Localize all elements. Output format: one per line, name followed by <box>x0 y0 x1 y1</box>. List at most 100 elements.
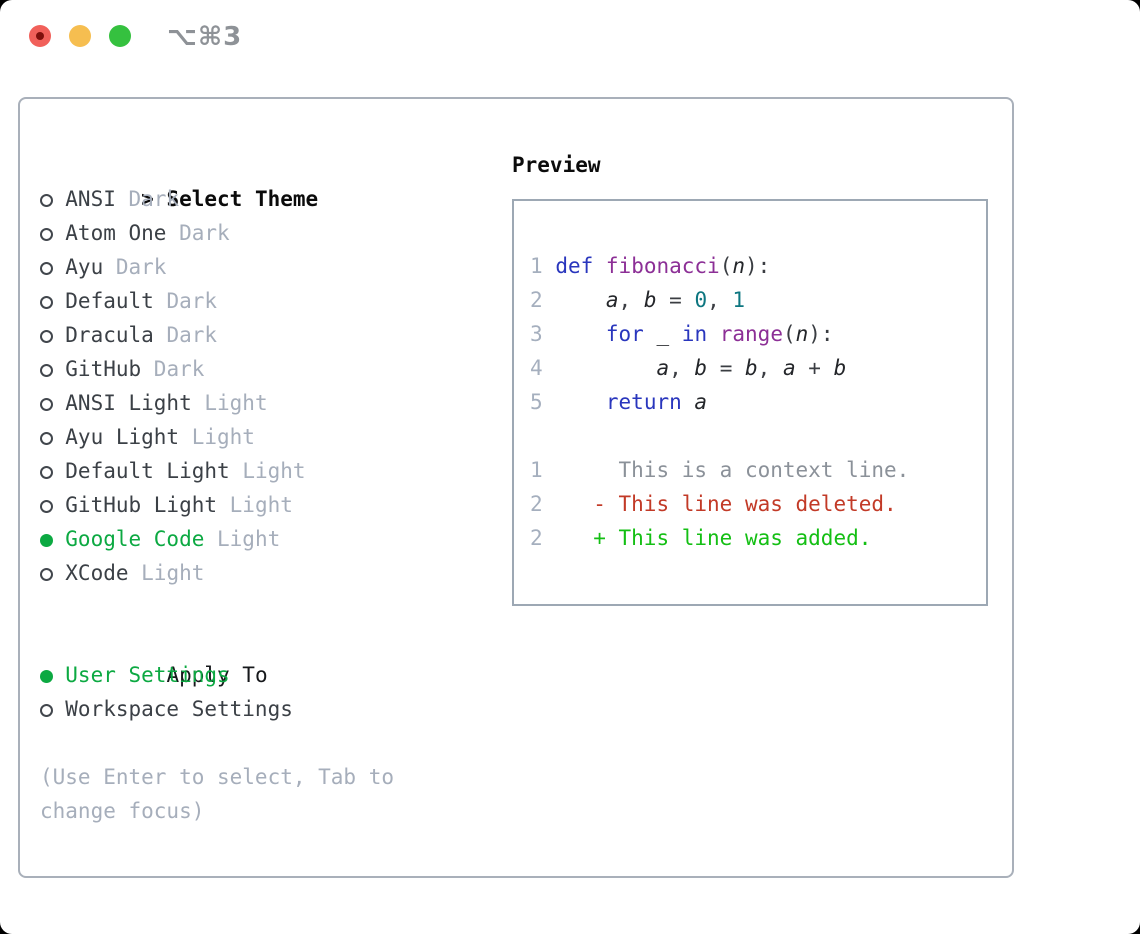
code-line: 5 return a <box>530 390 708 414</box>
theme-variant: Light <box>204 391 268 415</box>
radio-icon <box>40 466 53 479</box>
theme-option-google-code[interactable]: Google Code Light <box>40 522 480 556</box>
maximize-button[interactable] <box>109 25 131 47</box>
theme-name: ANSI Light <box>65 391 192 415</box>
apply-to-header: Apply To <box>40 624 480 687</box>
theme-option-ansi[interactable]: ANSI Dark <box>40 182 480 216</box>
theme-option-default-light[interactable]: Default Light Light <box>40 454 480 488</box>
spacer <box>40 590 480 624</box>
line-number: 2 <box>530 288 543 312</box>
theme-name: Default Light <box>65 459 230 483</box>
line-number: 2 <box>530 526 543 550</box>
theme-name: Atom One <box>65 221 167 245</box>
radio-icon <box>40 704 53 717</box>
spacer <box>40 726 480 760</box>
theme-variant: Dark <box>153 357 205 381</box>
radio-cell <box>40 216 65 250</box>
diff-line-add: 2 + This line was added. <box>530 526 872 550</box>
theme-name: GitHub Light <box>65 493 217 517</box>
titlebar: ⌥⌘3 <box>0 0 1140 72</box>
theme-variant: Dark <box>166 323 218 347</box>
preview-title: Preview <box>512 153 601 177</box>
radio-cell <box>40 556 65 590</box>
apply-option-workspace-settings[interactable]: Workspace Settings <box>40 692 480 726</box>
hint-text: (Use Enter to select, Tab to change focu… <box>40 765 395 823</box>
theme-option-github-light[interactable]: GitHub Light Light <box>40 488 480 522</box>
minimize-button[interactable] <box>69 25 91 47</box>
code-preview: 1 def fibonacci(n): 2 a, b = 0, 1 3 for _ … <box>530 249 986 419</box>
theme-name: Google Code <box>65 527 205 551</box>
select-theme-title: Select Theme <box>166 187 319 211</box>
code-line: 2 a, b = 0, 1 <box>530 288 746 312</box>
theme-option-atom-one[interactable]: Atom One Dark <box>40 216 480 250</box>
code-line: 1 def fibonacci(n): <box>530 254 771 278</box>
apply-to-title: Apply To <box>166 663 268 687</box>
radio-cell <box>40 250 65 284</box>
theme-variant: Dark <box>166 289 218 313</box>
radio-cell <box>40 352 65 386</box>
line-number: 3 <box>530 322 543 346</box>
radio-cell <box>40 692 65 726</box>
radio-cell <box>40 318 65 352</box>
line-number: 4 <box>530 356 543 380</box>
diff-line-context: 1 This is a context line. <box>530 458 910 482</box>
preview-column: Preview 1 def fibonacci(n): 2 a, b = 0, 1… <box>512 148 992 606</box>
theme-option-dracula[interactable]: Dracula Dark <box>40 318 480 352</box>
radio-cell <box>40 488 65 522</box>
theme-variant: Dark <box>179 221 230 245</box>
apply-option-user-settings[interactable]: User Settings <box>40 658 480 692</box>
radio-icon <box>40 262 53 275</box>
theme-name: Default <box>65 289 154 313</box>
theme-option-default[interactable]: Default Dark <box>40 284 480 318</box>
theme-name: ANSI <box>65 187 116 211</box>
radio-cell <box>40 658 65 692</box>
close-button[interactable] <box>29 25 51 47</box>
code-line: 4 a, b = b, a + b <box>530 356 847 380</box>
diff-preview: 1 This is a context line. 2 - This line w… <box>530 453 986 555</box>
radio-icon <box>40 364 53 377</box>
apply-option-label: User Settings <box>65 663 230 687</box>
preview-box: 1 def fibonacci(n): 2 a, b = 0, 1 3 for _ … <box>512 199 988 606</box>
radio-icon <box>40 670 53 683</box>
line-number: 5 <box>530 390 543 414</box>
theme-variant: Light <box>217 527 281 551</box>
theme-variant: Dark <box>115 255 167 279</box>
select-theme-header: > Select Theme <box>40 148 480 211</box>
theme-name: Ayu <box>65 255 104 279</box>
theme-variant: Light <box>242 459 306 483</box>
theme-variant: Light <box>141 561 205 585</box>
close-dot-icon <box>36 32 44 40</box>
focus-indicator: > <box>141 187 154 211</box>
radio-cell <box>40 454 65 488</box>
theme-name: GitHub <box>65 357 142 381</box>
radio-cell <box>40 386 65 420</box>
line-number: 1 <box>530 458 543 482</box>
theme-option-ayu[interactable]: Ayu Dark <box>40 250 480 284</box>
radio-cell <box>40 522 65 556</box>
radio-icon <box>40 568 53 581</box>
radio-cell <box>40 284 65 318</box>
radio-icon <box>40 432 53 445</box>
theme-option-ansi-light[interactable]: ANSI Light Light <box>40 386 480 420</box>
radio-cell <box>40 182 65 216</box>
radio-icon <box>40 228 53 241</box>
line-number: 2 <box>530 492 543 516</box>
code-line: 3 for _ in range(n): <box>530 322 834 346</box>
radio-icon <box>40 330 53 343</box>
radio-icon <box>40 296 53 309</box>
window-title: ⌥⌘3 <box>167 22 243 52</box>
theme-option-xcode[interactable]: XCode Light <box>40 556 480 590</box>
apply-option-label: Workspace Settings <box>65 697 293 721</box>
theme-variant: Light <box>229 493 293 517</box>
radio-icon <box>40 398 53 411</box>
diff-line-del: 2 - This line was deleted. <box>530 492 897 516</box>
theme-variant: Light <box>191 425 255 449</box>
theme-variant: Dark <box>128 187 180 211</box>
theme-option-github[interactable]: GitHub Dark <box>40 352 480 386</box>
theme-name: XCode <box>65 561 129 585</box>
theme-option-ayu-light[interactable]: Ayu Light Light <box>40 420 480 454</box>
